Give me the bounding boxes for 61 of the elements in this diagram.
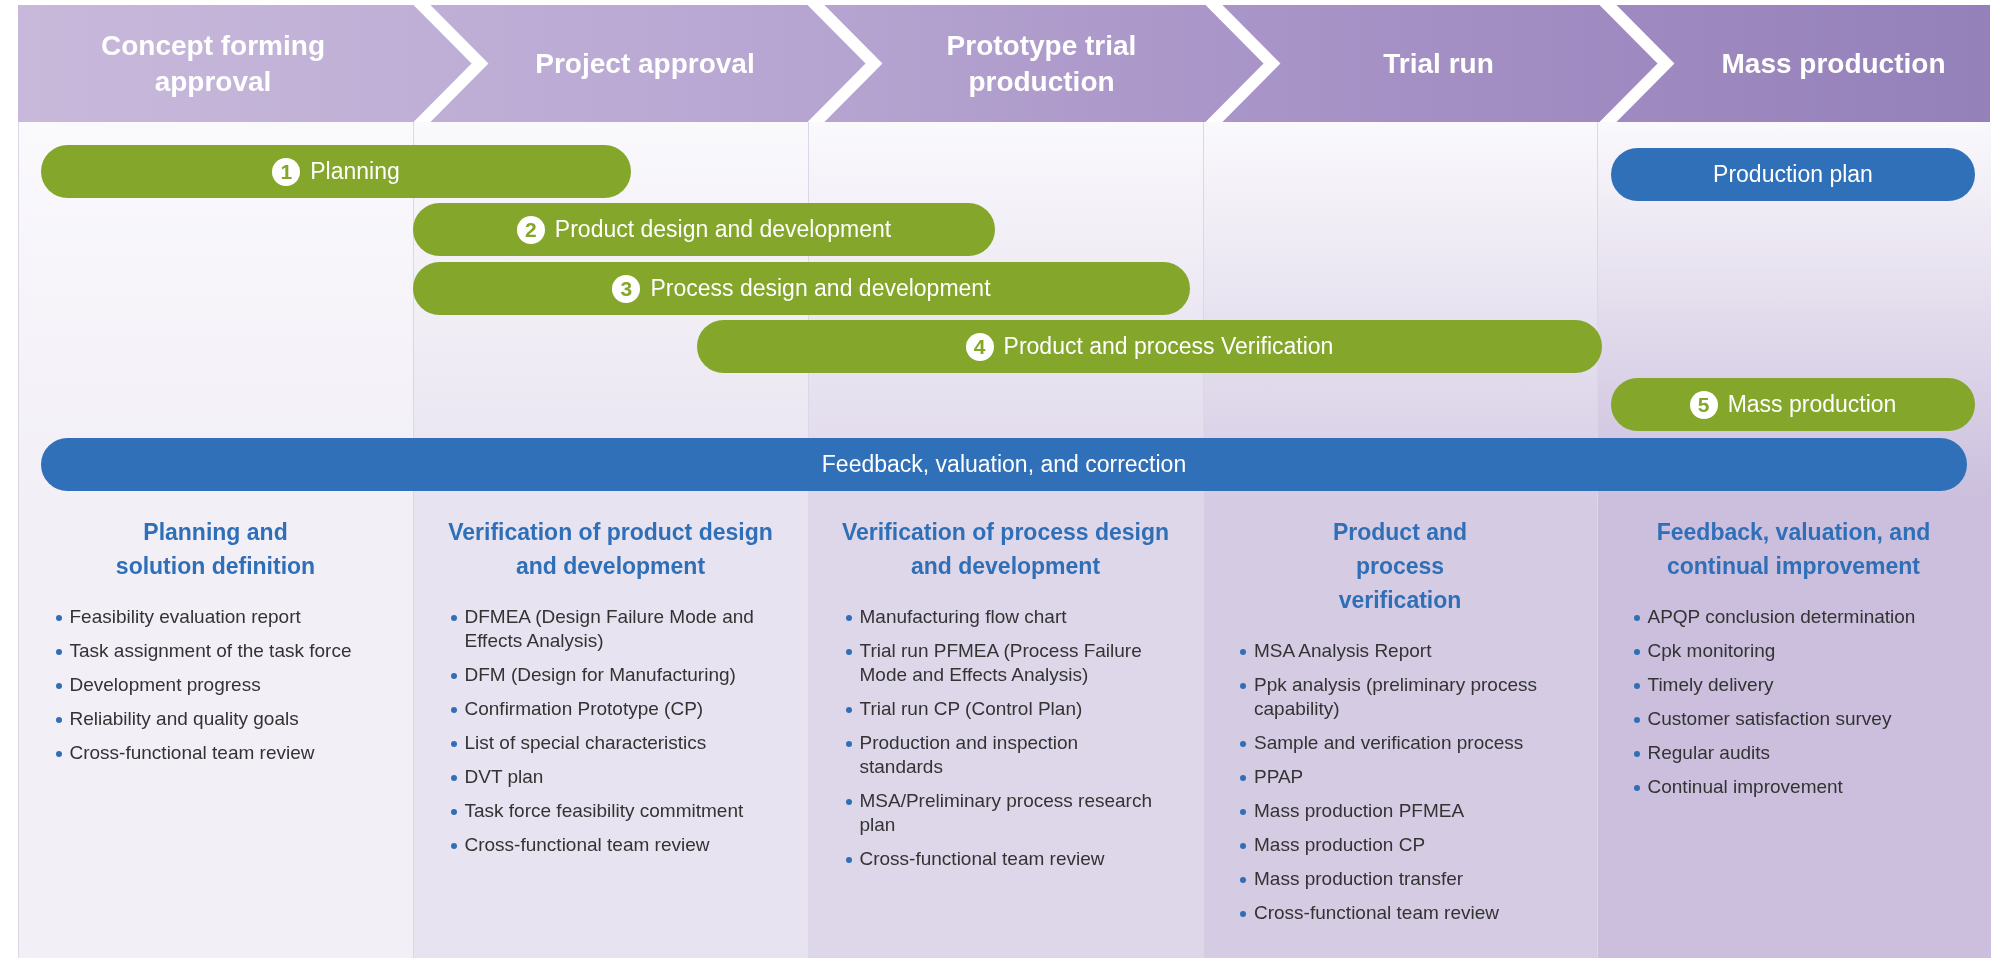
list-item: Task force feasibility commitment [464, 799, 744, 823]
step-number: 1 [272, 157, 301, 186]
phase-bar [1611, 378, 1975, 431]
stage-title: Prototype trial production [945, 28, 1138, 99]
column-heading: Verification of process design and development [840, 518, 1171, 581]
phase-label: Mass production [1727, 391, 1897, 418]
stage-title: Trial run [1383, 46, 1494, 81]
column-heading: Feedback, valuation, and continual improvement [1655, 518, 1932, 581]
list-item: PPAP [1254, 765, 1304, 789]
list-item: Trial run PFMEA (Process Failure Mode and Effects Analysis) [859, 639, 1143, 687]
column-heading: Planning and solution definition [114, 518, 317, 581]
list-item: Customer satisfaction survey [1647, 707, 1892, 731]
list-item: Sample and verification process [1254, 731, 1524, 755]
step-number: 5 [1689, 390, 1718, 419]
phase-label: Product design and development [554, 216, 892, 243]
list-item: Development progress [69, 673, 261, 697]
step-number: 2 [516, 215, 545, 244]
list-item: MSA/Preliminary process research plan [859, 789, 1153, 837]
list-item: Feasibility evaluation report [69, 605, 301, 629]
list-item: List of special characteristics [464, 731, 707, 755]
list-item: Mass production transfer [1254, 867, 1464, 891]
list-item: Production and inspection standards [859, 731, 1080, 779]
phase-label: Feedback, valuation, and correction [821, 451, 1187, 478]
phase-bar [413, 262, 1190, 315]
phase-bar [697, 320, 1602, 373]
step-number: 4 [965, 332, 994, 361]
list-item: Cross-functional team review [69, 741, 315, 765]
list-item: Reliability and quality goals [69, 707, 299, 731]
step-number: 3 [612, 274, 641, 303]
list-item: MSA Analysis Report [1254, 639, 1432, 663]
phase-bar [1611, 148, 1975, 201]
list-item: Mass production CP [1254, 833, 1426, 857]
list-item: Trial run CP (Control Plan) [859, 697, 1083, 721]
phase-label: Process design and development [650, 275, 991, 302]
list-item: Timely delivery [1647, 673, 1774, 697]
list-item: Mass production PFMEA [1254, 799, 1465, 823]
stage-title: Mass production [1721, 46, 1946, 81]
phase-label: Planning [310, 158, 400, 185]
list-item: DFMEA (Design Failure Mode and Effects Analysis) [464, 605, 755, 653]
list-item: Confirmation Prototype (CP) [464, 697, 704, 721]
phase-bar [41, 438, 1967, 491]
list-item: Task assignment of the task force [69, 639, 352, 663]
list-item: Cross-functional team review [1254, 901, 1499, 925]
phase-label: Production plan [1713, 161, 1873, 188]
list-item: Regular audits [1647, 741, 1771, 765]
phase-bar [41, 145, 631, 198]
list-item: Manufacturing flow chart [859, 605, 1067, 629]
phase-label: Product and process Verification [1003, 333, 1334, 360]
list-item: DVT plan [464, 765, 544, 789]
column-heading: Product and process verification [1331, 518, 1469, 615]
list-item: DFM (Design for Manufacturing) [464, 663, 736, 687]
list-item: Cross-functional team review [464, 833, 710, 857]
stage-title: Concept forming approval [100, 28, 326, 99]
list-item: Cross-functional team review [859, 847, 1105, 871]
list-item: APQP conclusion determination [1647, 605, 1916, 629]
phase-bar [413, 203, 995, 256]
list-item: Cpk monitoring [1647, 639, 1776, 663]
stage-title: Project approval [535, 46, 755, 81]
list-item: Continual improvement [1647, 775, 1843, 799]
column-heading: Verification of product design and development [447, 518, 774, 581]
list-item: Ppk analysis (preliminary process capability) [1254, 673, 1538, 721]
